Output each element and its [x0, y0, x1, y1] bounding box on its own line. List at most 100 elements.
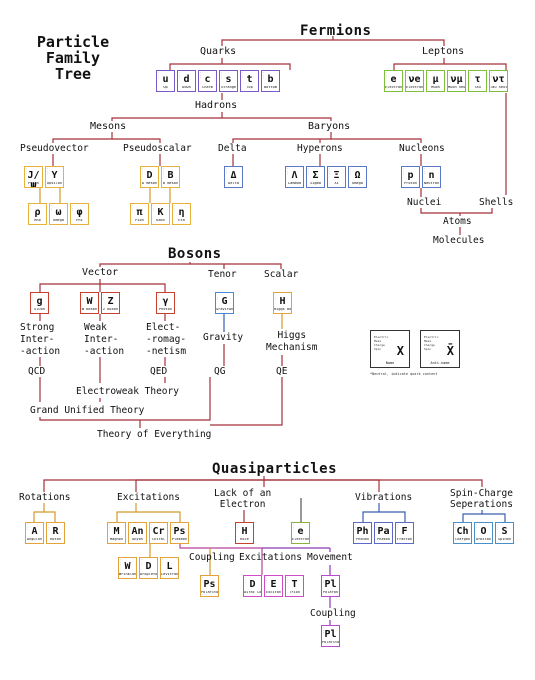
toe-label: Theory of Everything — [97, 429, 212, 440]
tile-symbol: Υ — [51, 170, 58, 181]
tile-name: Hole — [240, 538, 249, 542]
tile-mini-props: ··· — [350, 167, 352, 176]
tile-symbol: W — [124, 561, 131, 572]
legend-props: Electric Mass Charge Spin — [374, 335, 388, 351]
tile-name: Photon — [159, 308, 172, 312]
tile-mini-props: ··· — [141, 558, 143, 567]
tile-name: Magnon — [110, 538, 123, 542]
tile-symbol: η — [178, 207, 185, 218]
connector-line — [39, 377, 211, 421]
connector-line — [379, 511, 406, 522]
tile-symbol: H — [279, 296, 286, 307]
mesons-heading: Mesons — [90, 121, 127, 132]
spin-charge-heading: Spin-Charge Seperations — [450, 488, 513, 510]
tile-symbol: n — [428, 170, 435, 181]
connector-line — [232, 132, 332, 143]
tile-symbol: D — [145, 561, 152, 572]
tile-mini-props: ··· — [51, 204, 53, 213]
tile-mini-props: ··· — [407, 71, 409, 80]
tile-name: Pion — [135, 219, 144, 223]
tile-symbol: T — [291, 579, 298, 590]
tile-symbol: W — [86, 296, 93, 307]
tile-name: Lambda — [288, 182, 301, 186]
tile-symbol: Ch — [456, 526, 469, 537]
tensor-heading: Tenor — [208, 269, 237, 280]
force-line: Inter- — [84, 334, 119, 345]
tile-symbol: M — [113, 526, 120, 537]
coupling2-heading: Coupling — [310, 608, 356, 619]
rotations-heading: Rotations — [19, 492, 71, 503]
tile-symbol: νe — [408, 74, 421, 85]
tile-symbol: Ps — [173, 526, 186, 537]
tile-symbol: Pl — [324, 629, 337, 640]
force-line: -netism — [146, 346, 187, 357]
tile-name: Spinon — [498, 538, 511, 542]
connector-line — [221, 39, 445, 46]
connector-line — [136, 511, 181, 522]
tile-name: B meson — [162, 182, 179, 186]
tile-symbol: F — [401, 526, 408, 537]
tile-name: Omega — [352, 182, 363, 186]
tile-name: Kaon — [156, 219, 165, 223]
connector-line — [210, 377, 283, 426]
legend-name: Name — [385, 361, 395, 365]
heading-line: Electron — [219, 499, 266, 510]
tile-name: Muon — [431, 86, 440, 90]
tile-name: Dropleton — [140, 573, 157, 577]
tile-mini-props: ··· — [266, 576, 268, 585]
legend-note: *Neutral, indicate quark content — [370, 372, 438, 376]
force-line: Higgs — [277, 330, 307, 341]
tile-name: Chargon — [454, 538, 471, 542]
tile-name: Phason — [377, 538, 390, 542]
connector-line — [444, 63, 507, 70]
force-line: Inter- — [20, 334, 55, 345]
legend-antiparticle: Electric Mass Charge Spin X̄ Anti-name — [420, 330, 460, 368]
pseudoscalar-heading: Pseudoscalar — [123, 143, 192, 154]
connector-line — [39, 279, 101, 292]
tile-name: Exciton — [265, 591, 282, 595]
tile-mini-props: ··· — [172, 523, 174, 532]
tile-mini-props: ··· — [32, 293, 34, 302]
tile-mini-props: ··· — [48, 523, 50, 532]
legend-prop: Electric — [424, 335, 439, 339]
connector-line — [420, 208, 461, 216]
tile-name: Delta — [228, 182, 239, 186]
tile-mini-props: ··· — [26, 167, 28, 176]
tile-mini-props: ··· — [287, 576, 289, 585]
tile-mini-props: ··· — [491, 71, 493, 80]
legend-prop: Mass — [374, 339, 382, 343]
tile-mini-props: ··· — [455, 523, 457, 532]
tile-mini-props: ··· — [217, 293, 219, 302]
tile-symbol: Z — [107, 296, 114, 307]
tile-name: Strange — [220, 86, 237, 90]
tile-symbol: H — [241, 526, 248, 537]
tile-name: Roton — [50, 538, 61, 542]
tile-symbol: ρ — [34, 207, 41, 218]
tile-mini-props: ··· — [221, 71, 223, 80]
tile-mini-props: ··· — [308, 167, 310, 176]
weak-interaction-label: Weak Inter- -action — [84, 322, 124, 358]
bosons-heading: Bosons — [168, 246, 222, 262]
tile-symbol: L — [166, 561, 173, 572]
gut-label: Grand Unified Theory — [30, 405, 145, 416]
tile-symbol: G — [221, 296, 228, 307]
tile-name: Polariton — [322, 641, 339, 645]
tile-name: Anyon — [132, 538, 143, 542]
legend-prop: Charge — [424, 343, 435, 347]
baryons-heading: Baryons — [308, 121, 351, 132]
nuclei-label: Nuclei — [407, 197, 442, 208]
title-text: Particle Family Tree — [36, 33, 110, 83]
tile-mini-props: ··· — [275, 293, 277, 302]
connector-line — [482, 513, 506, 522]
connector-line — [462, 510, 483, 522]
